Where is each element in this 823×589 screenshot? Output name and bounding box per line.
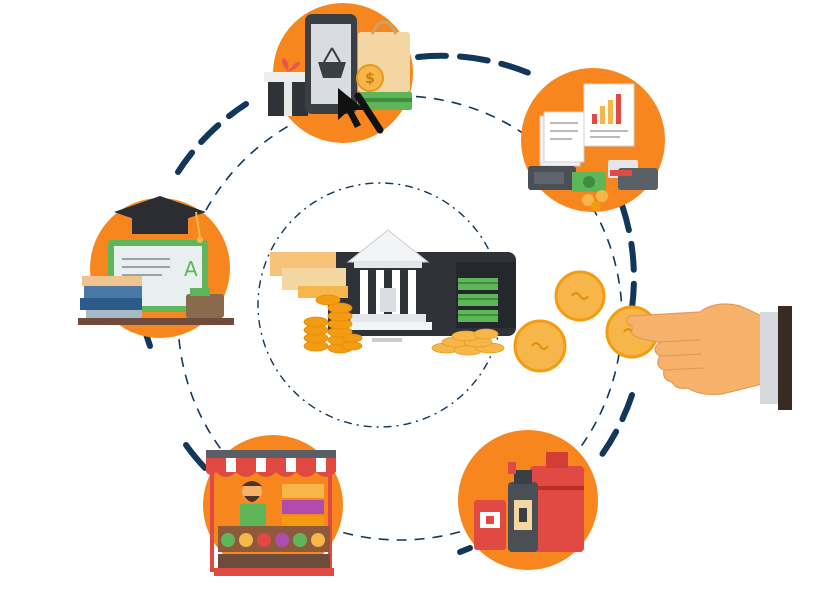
letter-grade: A bbox=[184, 257, 198, 281]
hand-coin-icon bbox=[605, 303, 792, 410]
online-shopping-icon: $ bbox=[264, 3, 413, 143]
outer-dashed-cycle-ring bbox=[143, 52, 637, 555]
floating-coins bbox=[513, 270, 606, 373]
market-stall-icon bbox=[203, 435, 343, 576]
education-icon: A bbox=[78, 196, 234, 338]
consumer-goods-icon bbox=[458, 430, 598, 570]
svg-text:$: $ bbox=[365, 71, 375, 87]
central-bank-icon bbox=[270, 229, 516, 356]
finance-documents-icon bbox=[521, 68, 665, 212]
